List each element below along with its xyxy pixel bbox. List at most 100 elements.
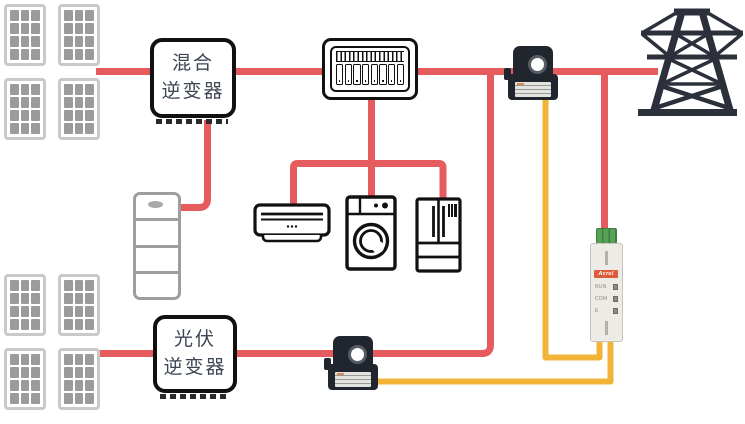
solar-cell xyxy=(85,354,94,365)
solar-cell xyxy=(64,306,73,317)
solar-panel-cells xyxy=(10,280,40,330)
hybrid-inverter-label-line2: 逆变器 xyxy=(161,81,225,102)
solar-cell xyxy=(31,380,40,391)
solar-cell xyxy=(31,49,40,60)
solar-cell xyxy=(64,84,73,95)
solar-cell xyxy=(85,380,94,391)
solar-cell xyxy=(31,123,40,134)
solar-cell xyxy=(31,97,40,108)
solar-cell xyxy=(31,84,40,95)
com-led-icon xyxy=(612,296,618,302)
solar-cell xyxy=(20,367,30,378)
air-conditioner-icon xyxy=(253,203,331,243)
solar-cell xyxy=(10,354,19,365)
solar-cell xyxy=(20,393,30,404)
solar-cell xyxy=(10,36,19,47)
solar-cell xyxy=(31,354,40,365)
meter-groove-bottom xyxy=(605,321,608,335)
meter-led-panel: RUN COM E xyxy=(595,281,618,317)
breaker-switch xyxy=(396,64,404,85)
breaker-switch xyxy=(362,64,370,85)
solar-panel-cells xyxy=(64,10,94,60)
breaker-switch xyxy=(344,64,352,85)
pv-inverter-label-line1: 光伏 xyxy=(173,329,216,351)
wire-appliance-bus xyxy=(290,160,447,206)
solar-cell xyxy=(74,367,84,378)
solar-panel-cells xyxy=(64,280,94,330)
solar-cell xyxy=(85,110,94,121)
battery-module xyxy=(136,248,178,274)
solar-cell xyxy=(74,393,84,404)
solar-cell xyxy=(74,293,84,304)
solar-cell xyxy=(74,354,84,365)
din-rail-teeth xyxy=(336,51,404,62)
solar-cell xyxy=(20,319,30,330)
solar-cell xyxy=(74,123,84,134)
transmission-tower-icon xyxy=(638,8,744,116)
ct-label-logo xyxy=(337,373,344,375)
ct-label-logo xyxy=(517,83,524,85)
solar-cell xyxy=(85,367,94,378)
solar-cell xyxy=(10,10,19,21)
run-led-icon xyxy=(612,284,618,290)
solar-cell xyxy=(85,10,94,21)
solar-cell xyxy=(20,354,30,365)
ct-aperture xyxy=(348,345,367,364)
solar-cell xyxy=(10,97,19,108)
battery-module xyxy=(136,195,178,222)
solar-cell xyxy=(64,10,73,21)
solar-cell xyxy=(31,110,40,121)
pv-inverter-label-line2: 逆变器 xyxy=(163,357,227,378)
solar-cell xyxy=(64,123,73,134)
solar-cell xyxy=(20,97,30,108)
solar-cell xyxy=(10,293,19,304)
breaker-switch xyxy=(388,64,396,85)
solar-cell xyxy=(85,319,94,330)
solar-cell xyxy=(85,23,94,34)
refrigerator-icon xyxy=(415,197,462,273)
solar-cell xyxy=(31,319,40,330)
solar-cell xyxy=(31,10,40,21)
pv-inverter-box: 光伏 逆变器 xyxy=(153,315,237,393)
battery-indicator xyxy=(148,201,163,208)
solar-cell xyxy=(85,293,94,304)
energy-meter-icon: Acrel RUN COM E xyxy=(590,243,623,342)
solar-panel xyxy=(4,4,46,66)
breaker-switch xyxy=(353,64,361,85)
solar-cell xyxy=(85,306,94,317)
washing-machine-icon xyxy=(345,195,397,271)
solar-cell xyxy=(10,123,19,134)
wire-inverter-to-battery xyxy=(180,120,211,211)
solar-cell xyxy=(31,367,40,378)
battery-module xyxy=(136,274,178,297)
solar-cell xyxy=(10,49,19,60)
battery-module xyxy=(136,221,178,248)
solar-panel xyxy=(58,274,100,336)
solar-cell xyxy=(64,354,73,365)
meter-led-row: COM xyxy=(595,293,618,305)
solar-cell xyxy=(64,110,73,121)
solar-cell xyxy=(10,84,19,95)
solar-cell xyxy=(74,97,84,108)
solar-cell xyxy=(64,36,73,47)
solar-cell xyxy=(74,36,84,47)
solar-panel-cells xyxy=(10,10,40,60)
meter-led-label-com: COM xyxy=(595,296,608,302)
solar-panel xyxy=(4,348,46,410)
solar-cell xyxy=(85,393,94,404)
distribution-box-icon xyxy=(322,38,418,100)
solar-cell xyxy=(74,110,84,121)
meter-brand-label: Acrel xyxy=(594,270,618,278)
solar-cell xyxy=(31,23,40,34)
solar-array-top xyxy=(4,4,100,140)
ct-label xyxy=(515,82,551,97)
solar-cell xyxy=(85,49,94,60)
solar-cell xyxy=(10,23,19,34)
solar-panel-cells xyxy=(10,354,40,404)
solar-cell xyxy=(20,380,30,391)
meter-terminal-connector xyxy=(596,228,617,244)
solar-cell xyxy=(31,306,40,317)
ct-sensor-grid-icon xyxy=(504,46,558,100)
wire-ct-pv-signal xyxy=(370,341,614,385)
